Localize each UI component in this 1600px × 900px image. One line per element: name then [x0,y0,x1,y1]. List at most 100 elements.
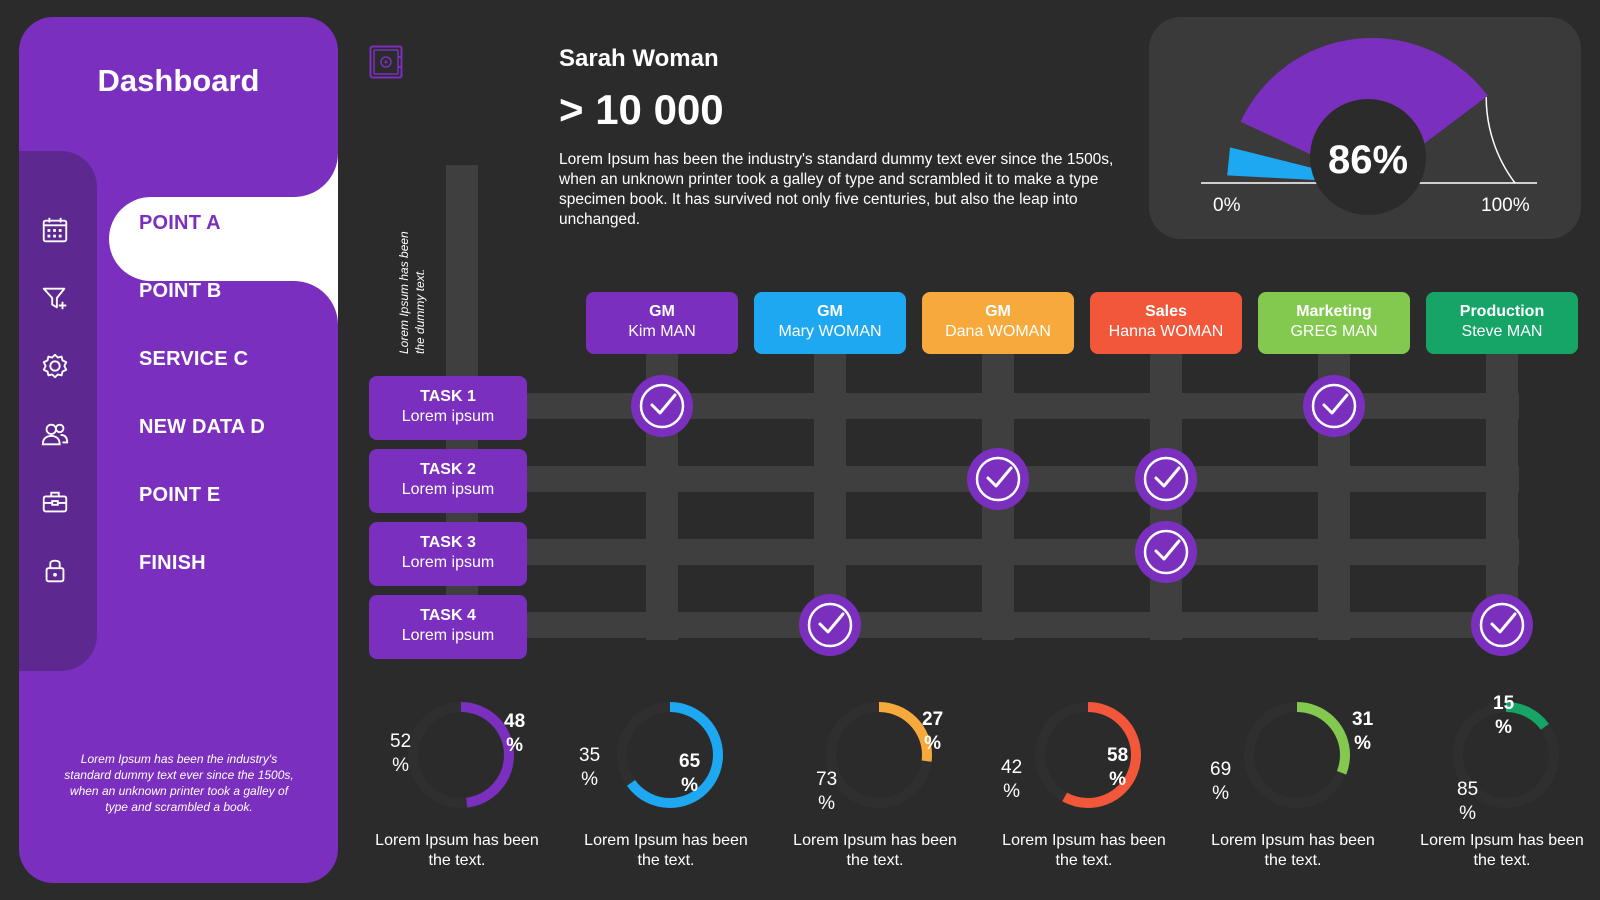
gauge-center [1310,99,1426,215]
donut-value-arc [408,702,514,808]
gauge-card: 86% 0% 100% [1149,17,1581,239]
donut-remainder-label: 69 % [1210,759,1232,804]
check-icon[interactable] [798,593,862,657]
menu-item-finish[interactable]: FINISH [139,552,206,574]
active-tab-curve-bottom [252,281,338,341]
grid-horizontal-line [527,612,1519,638]
donut-remainder-label: 52 % [390,731,412,776]
check-icon[interactable] [1134,520,1198,584]
column-role: Production [1459,303,1545,320]
task-row-header[interactable]: TASK 2 Lorem ipsum [369,449,527,513]
column-person: Dana WOMAN [945,323,1051,340]
column-person: Mary WOMAN [778,323,882,340]
menu-item-point-b[interactable]: POINT B [139,280,222,302]
column-role: Marketing [1296,303,1372,320]
donut-value-label: 31 % [1352,709,1374,754]
donut-value-arc [1035,702,1141,808]
gauge-value-label: 86% [1328,138,1408,182]
donut-remainder-label: 85 % [1457,779,1479,824]
task-subtitle: Lorem ipsum [401,627,495,644]
donut-value-label: 15 % [1493,693,1515,738]
task-subtitle: Lorem ipsum [401,408,495,425]
gear-icon[interactable] [38,349,72,383]
donut-caption: Lorem Ipsum has been the text. [1211,832,1375,869]
check-icon[interactable] [1470,593,1534,657]
toolbox-icon[interactable] [38,485,72,519]
check-icon[interactable] [1134,447,1198,511]
safe-icon [369,45,403,79]
donut-caption: Lorem Ipsum has been the text. [375,832,539,869]
dashboard-title: Dashboard [97,63,260,98]
column-person: Hanna WOMAN [1108,323,1224,340]
column-header[interactable]: GM Mary WOMAN [754,292,906,354]
menu-item-new-data-d[interactable]: NEW DATA D [139,416,266,438]
column-header[interactable]: GM Kim MAN [586,292,738,354]
donut-value-arc [617,702,723,808]
donut-value-arc [1453,702,1559,808]
menu-item-point-e[interactable]: POINT E [139,484,221,506]
column-role: Sales [1145,303,1187,320]
check-icon[interactable] [630,374,694,438]
donut-caption: Lorem Ipsum has been the text. [584,832,748,869]
grid-horizontal-line [527,539,1519,565]
active-menu-highlight [109,197,338,281]
gauge-track [1485,96,1516,184]
donut-value-arc [1244,702,1350,808]
column-role: GM [817,303,843,320]
gauge-max-label: 100% [1481,195,1530,216]
calendar-icon[interactable] [38,213,72,247]
donut-value-label: 65 % [679,751,701,796]
donut-remainder-label: 73 % [816,769,838,814]
donut-chart [1441,690,1571,820]
column-role: GM [649,303,675,320]
users-icon[interactable] [38,417,72,451]
donut-caption: Lorem Ipsum has been the text. [1420,832,1584,869]
gauge-chart: 86% [1201,37,1537,215]
donut-remainder-label: 42 % [1001,757,1023,802]
person-name: Sarah Woman [559,45,719,72]
task-row-header[interactable]: TASK 1 Lorem ipsum [369,376,527,440]
headline-value: > 10 000 [559,86,724,133]
donut-chart [1232,690,1362,820]
donut-value-label: 27 % [922,709,944,754]
donut-value-label: 48 % [504,711,526,756]
active-tab-curve-top [252,127,338,197]
check-icon[interactable] [1302,374,1366,438]
column-person: Steve MAN [1461,323,1543,340]
column-role: GM [985,303,1011,320]
check-icon[interactable] [966,447,1030,511]
menu-item-service-c[interactable]: SERVICE C [139,348,249,370]
column-header[interactable]: GM Dana WOMAN [922,292,1074,354]
task-title: TASK 3 [420,534,476,551]
icon-rail [19,151,97,671]
donut-chart [814,690,944,820]
task-title: TASK 4 [420,607,476,624]
column-person: Kim MAN [628,323,696,340]
task-title: TASK 1 [420,388,476,405]
donut-caption: Lorem Ipsum has been the text. [793,832,957,869]
donut-caption: Lorem Ipsum has been the text. [1002,832,1166,869]
donut-value-label: 58 % [1107,745,1129,790]
header-description: Lorem Ipsum has been the industry's stan… [559,151,1114,228]
donut-value-arc [826,702,932,808]
gauge-min-label: 0% [1213,195,1241,216]
menu-item-point-a[interactable]: POINT A [139,212,221,234]
column-person: GREG MAN [1290,323,1378,340]
task-row-header[interactable]: TASK 4 Lorem ipsum [369,595,527,659]
task-subtitle: Lorem ipsum [401,481,495,498]
donut-chart [605,690,735,820]
sidebar: Dashboard POINT A POINT B SERVICE C NEW DAT… [19,17,338,883]
sidebar-footer-text: Lorem Ipsum has been the industry's stan… [64,752,294,814]
task-row-header[interactable]: TASK 3 Lorem ipsum [369,522,527,586]
funnel-add-icon[interactable] [38,281,72,315]
donut-chart [1023,690,1153,820]
task-title: TASK 2 [420,461,476,478]
lock-icon[interactable] [38,553,72,587]
donut-remainder-label: 35 % [579,745,601,790]
vertical-note: Lorem Ipsum has been the dummy text. [397,231,427,354]
donut-chart [396,690,526,820]
task-subtitle: Lorem ipsum [401,554,495,571]
